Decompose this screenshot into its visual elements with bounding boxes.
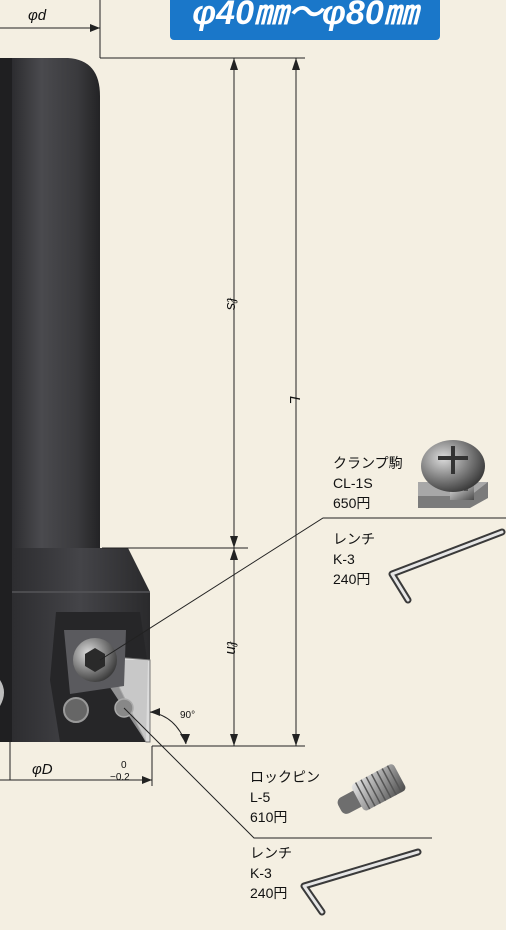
shank-diameter-dimension: φd xyxy=(0,0,101,58)
lock-pin-icon xyxy=(63,697,89,723)
part-code: L-5 xyxy=(250,789,270,805)
cutting-diameter-label: φD xyxy=(32,761,53,778)
overall-length-label: L xyxy=(286,396,303,404)
banner-text: φ40㎜～φ80㎜ xyxy=(192,0,421,32)
head-length-dimension: ℓn xyxy=(223,548,240,746)
part-price: 240円 xyxy=(250,885,287,901)
part-wrench-2: レンチ K-3 240円 xyxy=(250,845,422,916)
tolerance-lower: −0.2 xyxy=(110,772,130,783)
size-banner: φ40㎜～φ80㎜ xyxy=(170,0,440,40)
tool-shank xyxy=(0,58,100,548)
angle-label: 90° xyxy=(180,710,195,721)
shank-diameter-label: φd xyxy=(28,7,47,24)
part-name: クランプ駒 xyxy=(333,455,403,471)
shank-length-label: ℓs xyxy=(223,297,240,311)
part-name: レンチ xyxy=(333,531,375,547)
head-length-label: ℓn xyxy=(223,640,240,654)
leader-lines xyxy=(99,517,506,839)
part-name: ロックピン xyxy=(250,769,320,785)
shank-length-dimension: ℓs xyxy=(223,58,240,548)
part-code: K-3 xyxy=(250,865,272,881)
part-code: K-3 xyxy=(333,551,355,567)
part-price: 650円 xyxy=(333,495,370,511)
cutting-diameter-dimension: φD 0 −0.2 xyxy=(0,746,153,786)
part-price: 610円 xyxy=(250,809,287,825)
tool-head xyxy=(0,548,151,743)
part-lock-pin: ロックピン L-5 610円 xyxy=(250,764,406,825)
part-clamp-piece: クランプ駒 CL-1S 650円 xyxy=(333,440,488,511)
part-wrench-1: レンチ K-3 240円 xyxy=(333,528,506,604)
overall-length-dimension: L xyxy=(286,58,303,746)
wrench-icon xyxy=(388,528,506,604)
extension-lines xyxy=(100,57,305,747)
part-price: 240円 xyxy=(333,571,370,587)
clamp-piece-icon xyxy=(418,440,488,508)
lock-pin-part-icon xyxy=(337,764,406,814)
angle-dimension: 90° xyxy=(149,708,195,745)
part-code: CL-1S xyxy=(333,475,373,491)
tolerance-upper: 0 xyxy=(121,760,127,771)
part-name: レンチ xyxy=(250,845,292,861)
